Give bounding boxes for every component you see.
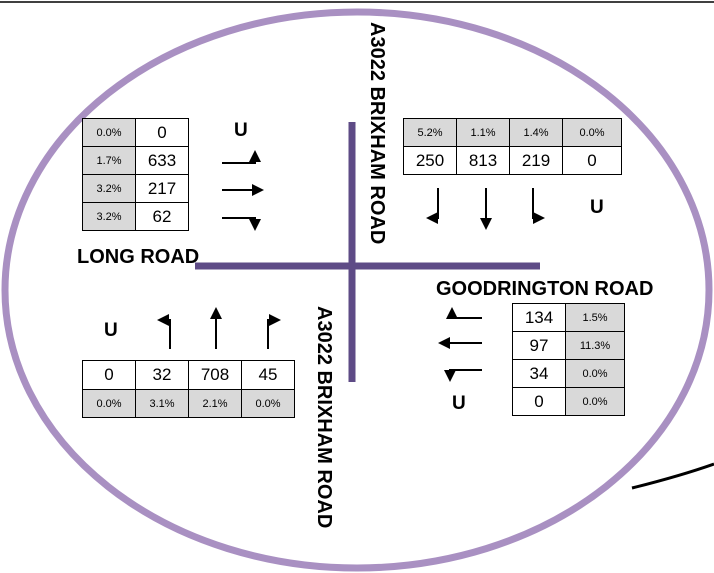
boundary-tail-line [631,462,714,490]
table-row: 134 1.5% [512,303,625,332]
table-row: 0 0.0% [512,387,625,416]
table-row: 0.0% 0 [82,118,189,147]
south-count-cell: 0 [82,360,136,390]
east-count-cell: 0 [512,387,566,416]
south-pct-cell: 3.1% [135,389,189,418]
north-pct-cell: 1.1% [456,118,510,147]
table-row: 5.2% 1.1% 1.4% 0.0% [403,118,622,147]
south-arrows [157,307,281,349]
table-row: 1.7% 633 [82,146,189,175]
west-pct-cell: 0.0% [82,118,136,147]
north-u-turn-label: U [590,197,604,218]
table-row: 0 32 708 45 [82,360,295,390]
table-row: 3.2% 62 [82,202,189,231]
east-count-cell: 134 [512,303,566,332]
table-row: 34 0.0% [512,359,625,388]
west-u-turn-label: U [234,120,248,141]
north-count-cell: 0 [562,146,622,175]
east-u-turn-label: U [452,393,466,414]
road-label-north: A3022 BRIXHAM ROAD [366,22,388,245]
south-pct-cell: 2.1% [188,389,242,418]
west-approach-table: 0.0% 0 1.7% 633 3.2% 217 3.2% 62 [82,118,189,231]
east-arrows [438,307,482,382]
west-count-cell: 62 [135,202,189,231]
north-left-turn-arrow [532,188,545,224]
north-pct-cell: 1.4% [509,118,563,147]
north-count-cell: 813 [456,146,510,175]
west-arrows [222,150,264,231]
south-u-turn-label: U [104,320,118,341]
east-pct-cell: 1.5% [565,303,625,332]
north-pct-cell: 0.0% [562,118,622,147]
north-arrows [426,188,545,230]
east-approach-table: 134 1.5% 97 11.3% 34 0.0% 0 0.0% [512,303,625,416]
south-count-cell: 32 [135,360,189,390]
table-row: 3.2% 217 [82,174,189,203]
east-pct-cell: 0.0% [565,387,625,416]
west-pct-cell: 3.2% [82,174,136,203]
east-left-turn-arrow [444,369,482,382]
east-pct-cell: 11.3% [565,331,625,360]
west-count-cell: 217 [135,174,189,203]
south-left-turn-arrow [157,314,171,349]
north-count-cell: 250 [403,146,457,175]
west-pct-cell: 3.2% [82,202,136,231]
south-count-cell: 45 [241,360,295,390]
north-approach-table: 5.2% 1.1% 1.4% 0.0% 250 813 219 0 [403,118,622,175]
east-right-turn-arrow [446,307,482,319]
road-label-west: LONG ROAD [77,246,200,268]
east-count-cell: 34 [512,359,566,388]
west-left-turn-arrow [222,150,261,164]
road-label-south: A3022 BRIXHAM ROAD [313,306,335,529]
south-pct-cell: 0.0% [241,389,295,418]
table-row: 97 11.3% [512,331,625,360]
table-row: 0.0% 3.1% 2.1% 0.0% [82,389,295,418]
south-count-cell: 708 [188,360,242,390]
north-pct-cell: 5.2% [403,118,457,147]
road-label-east: GOODRINGTON ROAD [436,278,654,300]
south-right-turn-arrow [267,314,281,349]
table-row: 250 813 219 0 [403,146,622,175]
south-approach-table: 0 32 708 45 0.0% 3.1% 2.1% 0.0% [82,360,295,418]
north-right-turn-arrow [426,188,439,224]
east-count-cell: 97 [512,331,566,360]
west-count-cell: 633 [135,146,189,175]
south-pct-cell: 0.0% [82,389,136,418]
east-pct-cell: 0.0% [565,359,625,388]
north-count-cell: 219 [509,146,563,175]
west-count-cell: 0 [135,118,189,147]
west-right-turn-arrow [222,217,261,231]
junction-boundary-ellipse [1,8,713,572]
west-pct-cell: 1.7% [82,146,136,175]
